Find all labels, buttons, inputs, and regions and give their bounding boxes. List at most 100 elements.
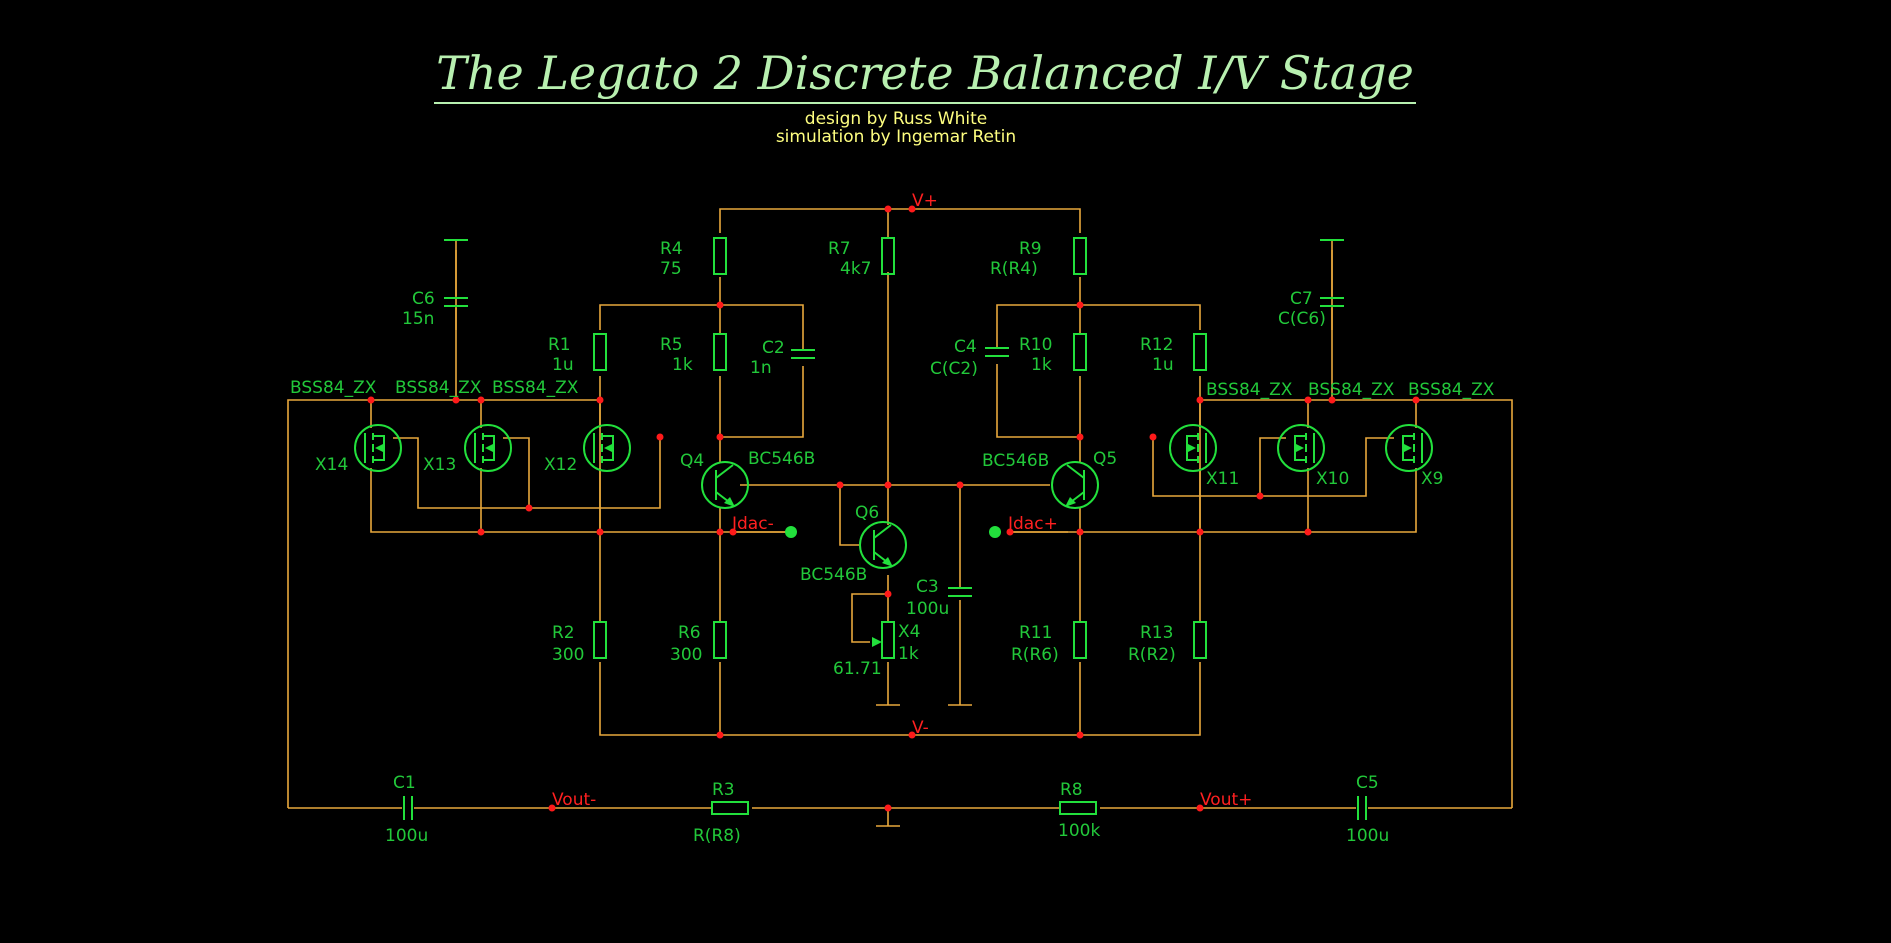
R3-body xyxy=(711,801,749,815)
C6-value: 15n xyxy=(402,309,434,329)
R6-body xyxy=(713,621,727,659)
R6-ref: R6 xyxy=(678,623,701,643)
X12-symbol xyxy=(583,424,631,472)
R5-body xyxy=(713,333,727,371)
idac-plus-terminal xyxy=(989,526,1001,538)
Q6-symbol xyxy=(859,521,907,569)
X10-model: BSS84_ZX xyxy=(1308,380,1395,400)
design-credit: design by Russ White xyxy=(804,109,988,129)
C2-value: 1n xyxy=(750,358,772,378)
R11-value: R(R6) xyxy=(1011,645,1059,665)
net-idac-minus: Idac- xyxy=(732,514,774,534)
R1-value: 1u xyxy=(552,355,574,375)
X14-symbol xyxy=(354,424,402,472)
R9-ref: R9 xyxy=(1019,239,1042,259)
Q6-model: BC546B xyxy=(800,565,867,585)
X11-symbol xyxy=(1169,424,1217,472)
X13-symbol xyxy=(464,424,512,472)
R8-value: 100k xyxy=(1058,821,1100,841)
X9-model: BSS84_ZX xyxy=(1408,380,1495,400)
Q6-ref: Q6 xyxy=(855,503,879,523)
R4-body xyxy=(713,237,727,275)
C3-body xyxy=(948,587,972,597)
C5-value: 100u xyxy=(1346,826,1389,846)
components xyxy=(354,237,1433,820)
R12-ref: R12 xyxy=(1140,335,1173,355)
R10-value: 1k xyxy=(1031,355,1052,375)
X13-ref: X13 xyxy=(423,455,456,475)
X13-model: BSS84_ZX xyxy=(395,378,482,398)
diagram-title: The Legato 2 Discrete Balanced I/V Stage xyxy=(0,46,1850,104)
C1-body xyxy=(403,796,413,820)
X11-ref: X11 xyxy=(1206,469,1239,489)
R6-value: 300 xyxy=(670,645,702,665)
net-vout-plus: Vout+ xyxy=(1200,790,1252,810)
C2-body xyxy=(791,349,815,359)
R13-value: R(R2) xyxy=(1128,645,1176,665)
simulation-credit: simulation by Ingemar Retin xyxy=(775,127,1017,147)
R9-body xyxy=(1073,237,1087,275)
C4-value: C(C2) xyxy=(930,359,978,379)
idac-minus-terminal xyxy=(785,526,797,538)
R2-value: 300 xyxy=(552,645,584,665)
R7-ref: R7 xyxy=(828,239,851,259)
X4-body xyxy=(881,621,895,659)
Q4-model: BC546B xyxy=(748,449,815,469)
R13-ref: R13 xyxy=(1140,623,1173,643)
net-vminus: V- xyxy=(912,718,929,738)
X9-ref: X9 xyxy=(1421,469,1443,489)
net-idac-plus: Idac+ xyxy=(1008,514,1058,534)
X4-setting: 61.71 xyxy=(833,659,882,679)
X14-ref: X14 xyxy=(315,455,348,475)
component-labels: R4 75 R7 4k7 R9 R(R4) C6 15n C7 C(C6) R1… xyxy=(290,239,1495,846)
C6-body xyxy=(444,239,468,330)
R5-ref: R5 xyxy=(660,335,683,355)
Q5-symbol xyxy=(1051,461,1099,509)
C4-ref: C4 xyxy=(954,337,977,357)
C4-body xyxy=(985,347,1009,357)
net-vplus: V+ xyxy=(912,191,938,211)
R5-value: 1k xyxy=(672,355,693,375)
R1-ref: R1 xyxy=(548,335,571,355)
C7-value: C(C6) xyxy=(1278,309,1326,329)
R4-ref: R4 xyxy=(660,239,683,259)
C1-value: 100u xyxy=(385,826,428,846)
R7-value: 4k7 xyxy=(840,259,871,279)
X11-model: BSS84_ZX xyxy=(1206,380,1293,400)
X4-value: 1k xyxy=(898,644,919,664)
R7-body xyxy=(881,237,895,275)
C7-ref: C7 xyxy=(1290,289,1313,309)
Q4-symbol xyxy=(701,461,749,509)
R2-ref: R2 xyxy=(552,623,575,643)
R13-body xyxy=(1193,621,1207,659)
C5-ref: C5 xyxy=(1356,773,1379,793)
R9-value: R(R4) xyxy=(990,259,1038,279)
R3-ref: R3 xyxy=(712,780,735,800)
R2-body xyxy=(593,621,607,659)
X4-wiper xyxy=(872,637,882,647)
C3-value: 100u xyxy=(906,599,949,619)
R8-body xyxy=(1059,801,1097,815)
X10-symbol xyxy=(1277,424,1325,472)
R4-value: 75 xyxy=(660,259,682,279)
C6-ref: C6 xyxy=(412,289,435,309)
net-labels: V+ V- Idac- Idac+ Vout- Vout+ xyxy=(552,191,1252,810)
R12-value: 1u xyxy=(1152,355,1174,375)
C1-ref: C1 xyxy=(393,773,416,793)
X4-ref: X4 xyxy=(898,622,920,642)
X14-model: BSS84_ZX xyxy=(290,378,377,398)
Q5-ref: Q5 xyxy=(1093,449,1117,469)
R3-value: R(R8) xyxy=(693,826,741,846)
R11-ref: R11 xyxy=(1019,623,1052,643)
title-text: The Legato 2 Discrete Balanced I/V Stage xyxy=(434,46,1416,104)
Q4-ref: Q4 xyxy=(680,451,704,471)
R10-ref: R10 xyxy=(1019,335,1052,355)
R8-ref: R8 xyxy=(1060,780,1083,800)
X12-model: BSS84_ZX xyxy=(492,378,579,398)
C7-body xyxy=(1320,239,1344,330)
net-vout-minus: Vout- xyxy=(552,790,596,810)
R1-body xyxy=(593,333,607,371)
X9-symbol xyxy=(1385,424,1433,472)
C5-body xyxy=(1357,796,1367,820)
